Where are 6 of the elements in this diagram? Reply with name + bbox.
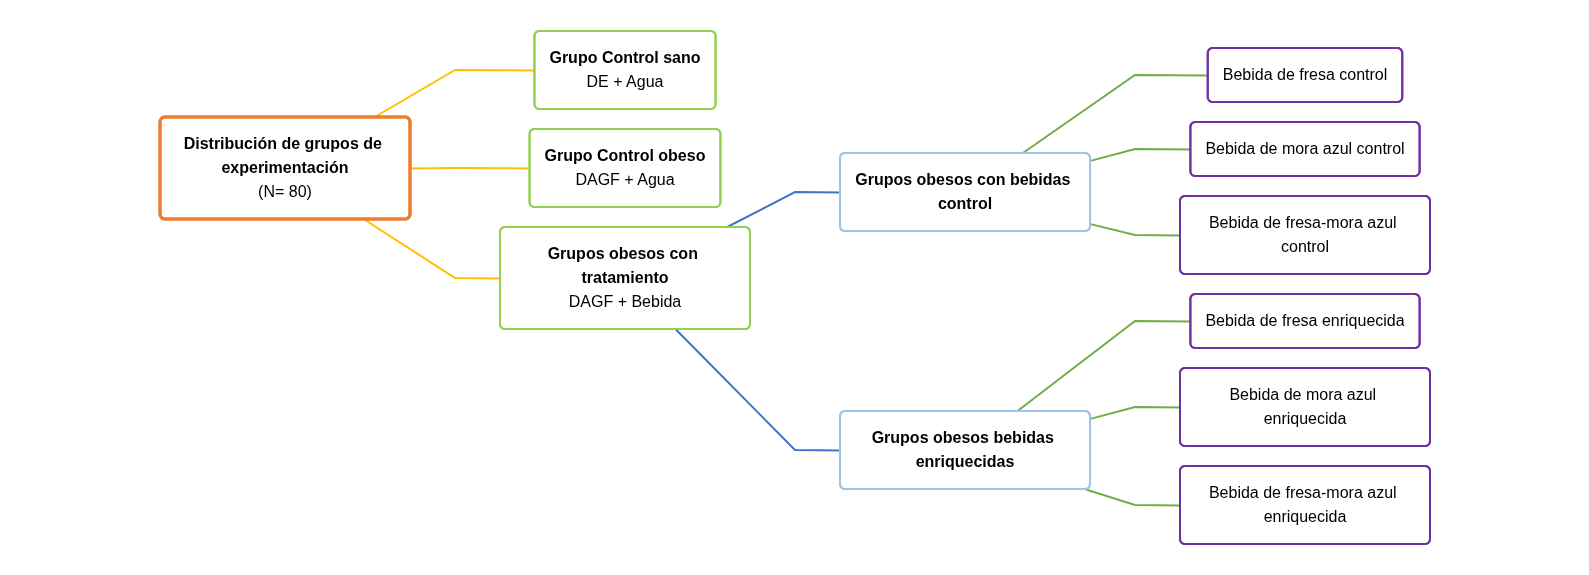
node-text: Grupos obesos con bebidas control	[854, 171, 1070, 212]
node-text: Bebida de fresa-mora azul enriquecida	[1208, 484, 1397, 525]
node-text: Bebida de mora azul enriquecida	[1228, 386, 1376, 427]
node-text: Grupos obesos con tratamiento DAGF + Bebida	[547, 245, 698, 310]
node-text: Grupos obesos bebidas enriquecidas	[871, 429, 1054, 470]
node-text: Bebida de fresa-mora azul control	[1208, 214, 1397, 255]
